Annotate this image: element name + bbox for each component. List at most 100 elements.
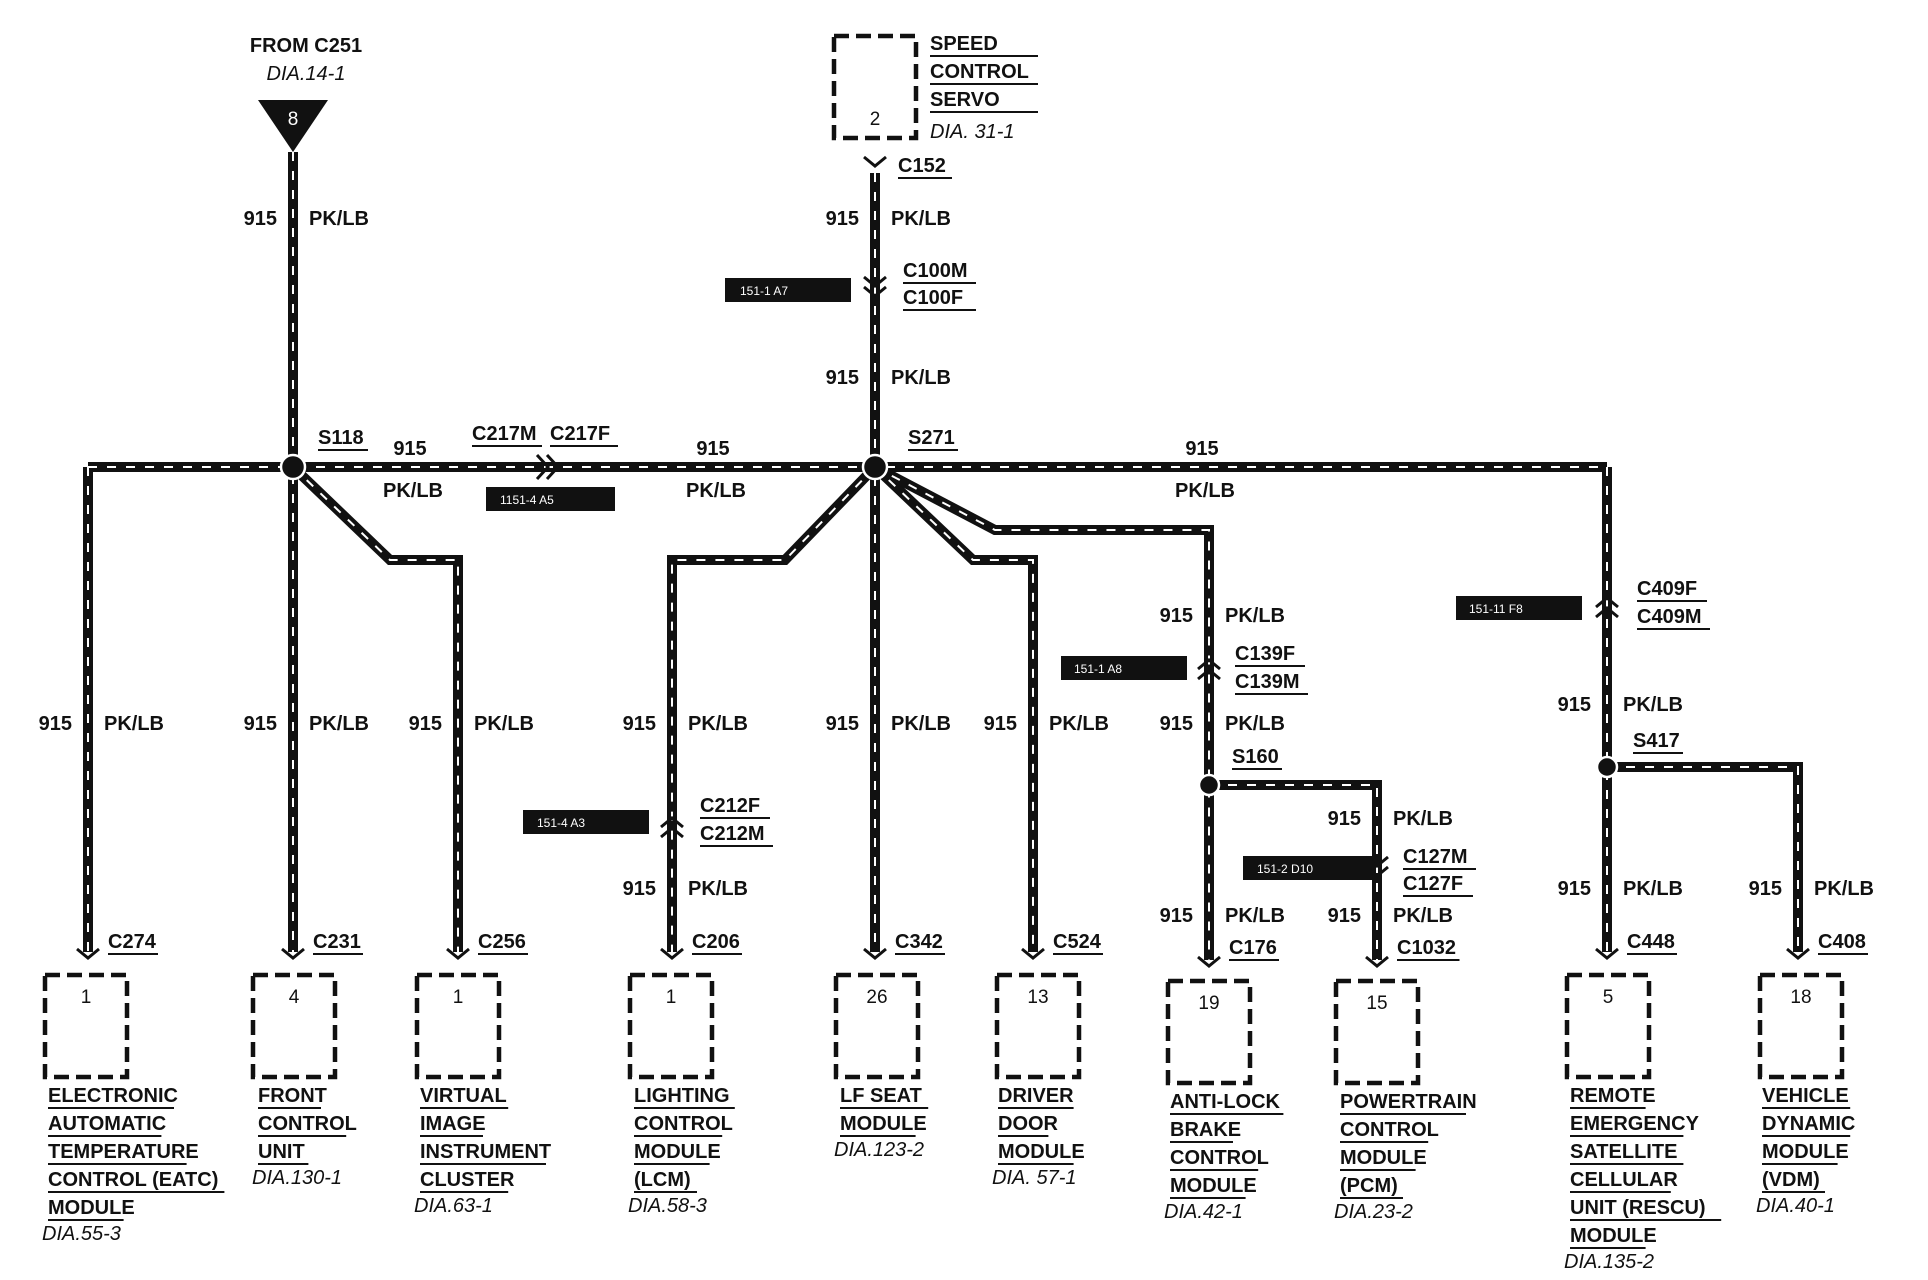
components: C2741ELECTRONICAUTOMATICTEMPERATURECONTR… (42, 931, 1868, 1273)
connector-c212m: C212M (700, 823, 764, 845)
component-box (414, 972, 502, 1080)
wire-label: PK/LB (688, 713, 748, 735)
ref-tag-6-label: 151-2 D10 (1257, 862, 1313, 876)
component-label: (PCM) (1340, 1175, 1398, 1197)
connector-arrow (863, 947, 887, 960)
component-pin: 15 (1366, 993, 1387, 1014)
connector-arrow (660, 947, 684, 960)
wire-segment (871, 463, 1038, 952)
component-c274: C2741ELECTRONICAUTOMATICTEMPERATURECONTR… (42, 931, 225, 1245)
component-label: LF SEAT (840, 1085, 922, 1107)
component-c176: C17619ANTI-LOCKBRAKECONTROLMODULEDIA.42-… (1164, 937, 1284, 1223)
component-c1032: C103215POWERTRAINCONTROLMODULE(PCM)DIA.2… (1333, 937, 1477, 1223)
splice-s118 (279, 453, 307, 481)
component-label: CELLULAR (1570, 1169, 1678, 1191)
component-dia: DIA. 57-1 (992, 1167, 1076, 1189)
wire-label: 915 (39, 713, 72, 735)
splice-s271-label: S271 (908, 427, 955, 449)
component-label: MODULE (48, 1197, 135, 1219)
component-box (250, 972, 338, 1080)
component-dia: DIA.42-1 (1164, 1201, 1243, 1223)
wire-label: PK/LB (104, 713, 164, 735)
connector-c127f: C127F (1403, 873, 1463, 895)
connector-arrow (535, 453, 551, 481)
component-box (994, 972, 1082, 1080)
component-label: FRONT (258, 1085, 327, 1107)
splice-s160-label: S160 (1232, 746, 1279, 768)
wire-segment (872, 462, 1214, 960)
connector-c127m: C127M (1403, 846, 1467, 868)
component-label: MODULE (1570, 1225, 1657, 1247)
wire-label: 915 (1185, 438, 1218, 460)
ref-tag-5-label: 151-4 A3 (537, 816, 585, 830)
wire-label: 915 (1160, 605, 1193, 627)
component-pin: 4 (289, 987, 300, 1008)
component-label: INSTRUMENT (420, 1141, 551, 1163)
source-pin: 8 (288, 109, 299, 130)
component-pin: 13 (1027, 987, 1048, 1008)
component-label: DYNAMIC (1762, 1113, 1855, 1135)
component-label: MODULE (840, 1113, 927, 1135)
wire-label: 915 (1749, 878, 1782, 900)
ref-tag-1-label: 151-1 A7 (740, 284, 788, 298)
wire-label: PK/LB (309, 208, 369, 230)
servo-dia: DIA. 31-1 (930, 121, 1014, 143)
wire-segment (1607, 762, 1803, 952)
wire-label: 915 (826, 208, 859, 230)
wire-label: 915 (1160, 713, 1193, 735)
component-label: (LCM) (634, 1169, 691, 1191)
ref-tag-4-label: 151-11 F8 (1469, 602, 1523, 616)
connector-arrow (545, 453, 561, 481)
wire-label: PK/LB (309, 713, 369, 735)
component-label: MODULE (1762, 1141, 1849, 1163)
servo-label-2: CONTROL (930, 61, 1029, 83)
wire-label: PK/LB (1225, 605, 1285, 627)
component-label: POWERTRAIN (1340, 1091, 1477, 1113)
component-label: CONTROL (1340, 1119, 1439, 1141)
connector-arrow (76, 947, 100, 960)
component-label: DRIVER (998, 1085, 1074, 1107)
component-label: ANTI-LOCK (1170, 1091, 1281, 1113)
component-label: LIGHTING (634, 1085, 730, 1107)
connector-arrow (281, 947, 305, 960)
connector-c409m: C409M (1637, 606, 1701, 628)
wire-label: PK/LB (686, 480, 746, 502)
servo-label-3: SERVO (930, 89, 1000, 111)
wire-harness (83, 152, 1803, 960)
connector-c217m: C217M (472, 423, 536, 445)
ref-tag-6 (1243, 856, 1372, 880)
wire-label: 915 (1328, 808, 1361, 830)
component-dia: DIA.58-3 (628, 1195, 707, 1217)
component-box (1757, 972, 1845, 1080)
wire-label: 915 (393, 438, 426, 460)
component-label: CONTROL (EATC) (48, 1169, 218, 1191)
component-label: UNIT (258, 1141, 305, 1163)
component-label: CONTROL (258, 1113, 357, 1135)
source-triangle (258, 100, 328, 152)
component-label: MODULE (998, 1141, 1085, 1163)
component-connector: C1032 (1397, 937, 1456, 959)
component-connector: C342 (895, 931, 943, 953)
splice-s160 (1197, 773, 1221, 797)
connector-arrow (1197, 668, 1221, 681)
wire-label: PK/LB (1175, 480, 1235, 502)
connector-arrow (1365, 955, 1389, 968)
ref-tag-2 (486, 487, 615, 511)
component-box (1165, 978, 1253, 1086)
connector-arrow (1595, 947, 1619, 960)
wire-label: PK/LB (1393, 905, 1453, 927)
wire-label: PK/LB (383, 480, 443, 502)
component-c448: C4485REMOTEEMERGENCYSATELLITECELLULARUNI… (1564, 931, 1722, 1273)
connector-c217f: C217F (550, 423, 610, 445)
wire-label: PK/LB (688, 878, 748, 900)
component-pin: 1 (81, 987, 92, 1008)
connector-arrow (1197, 955, 1221, 968)
component-label: ELECTRONIC (48, 1085, 178, 1107)
component-pin: 26 (866, 987, 887, 1008)
component-label: IMAGE (420, 1113, 486, 1135)
component-label: VEHICLE (1762, 1085, 1849, 1107)
connector-arrow (660, 826, 684, 839)
